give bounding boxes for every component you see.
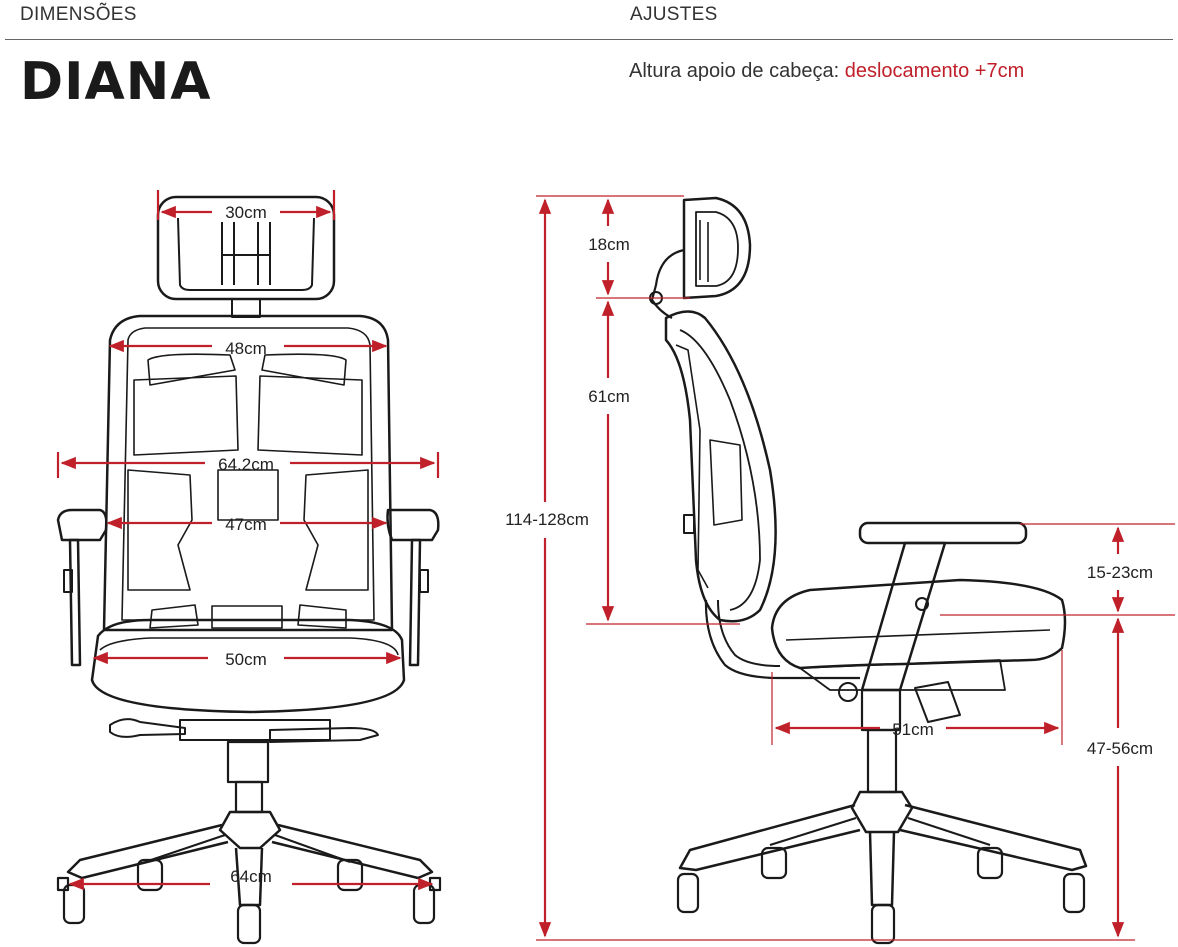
side-backrest: [664, 310, 777, 623]
header-divider: [5, 39, 1173, 40]
total-height-label: 114-128cm: [505, 510, 589, 529]
front-seat: [90, 618, 406, 714]
dimension-labels: 30cm 48cm 64.2cm 47cm 50cm 64cm 18cm 61c…: [218, 203, 1153, 886]
inner-arm-width-label: 47cm: [225, 515, 267, 534]
front-right-armrest: [386, 508, 440, 542]
adjustments-header: AJUSTES: [630, 4, 718, 25]
base-width-label: 64cm: [230, 867, 272, 886]
headrest-adjustment-note: Altura apoio de cabeça: deslocamento +7c…: [629, 60, 1024, 83]
dimensions-header: DIMENSÕES: [20, 4, 137, 25]
seat-height-label: 47-56cm: [1087, 739, 1153, 758]
front-left-armrest: [56, 508, 108, 542]
seat-depth-label: 51cm: [892, 720, 934, 739]
backrest-width-label: 48cm: [225, 339, 267, 358]
side-view-chair: [649, 196, 1088, 945]
side-seat: [770, 578, 1067, 670]
side-headrest: [682, 196, 752, 300]
seat-width-label: 50cm: [225, 650, 267, 669]
headrest-adjustment-value: deslocamento +7cm: [844, 60, 1025, 82]
armrest-height-label: 15-23cm: [1087, 563, 1153, 582]
front-view-chair: [56, 195, 442, 945]
product-title: DIANA: [20, 52, 212, 112]
headrest-width-label: 30cm: [225, 203, 267, 222]
side-casters: [676, 846, 1086, 945]
total-width-label: 64.2cm: [218, 455, 274, 474]
front-backrest: [102, 314, 394, 632]
backrest-height-label: 61cm: [588, 387, 630, 406]
headrest-height-label: 18cm: [588, 235, 630, 254]
side-dimension-lines: [536, 195, 1175, 941]
side-armrest: [858, 521, 1028, 545]
front-dimension-lines: [56, 190, 440, 891]
headrest-adjustment-label: Altura apoio de cabeça:: [629, 60, 840, 82]
